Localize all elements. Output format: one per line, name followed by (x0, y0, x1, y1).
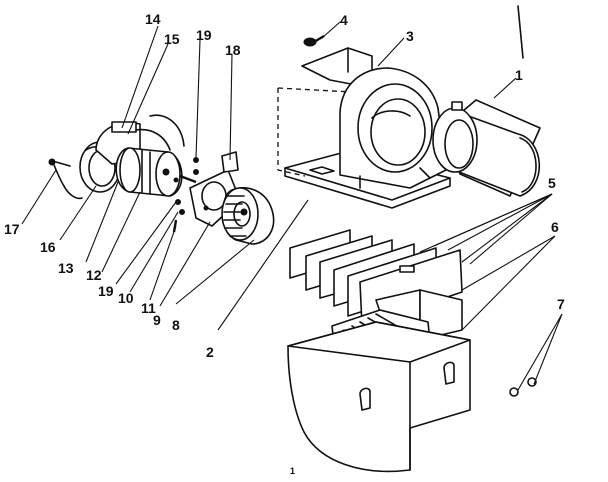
callout-9: 9 (153, 312, 161, 328)
callout-10: 10 (118, 290, 134, 306)
edge-line (517, 5, 524, 59)
callout-15: 15 (164, 31, 180, 47)
callout-6: 6 (551, 219, 559, 235)
part-12-13-motor (115, 147, 197, 197)
page-mark: 1 (290, 466, 295, 476)
callout-12: 12 (86, 267, 102, 283)
callout-17: 17 (4, 221, 20, 237)
callout-7: 7 (557, 296, 565, 312)
part-1-cylinder (432, 99, 541, 197)
part-5-baffles (289, 229, 463, 327)
callout-1: 1 (515, 67, 523, 83)
callout-4: 4 (340, 12, 348, 28)
part-3-blower-housing (301, 47, 447, 189)
callout-2: 2 (206, 344, 214, 360)
part-4-screw (303, 34, 325, 47)
callout-5: 5 (548, 175, 556, 191)
callout-19-top: 19 (196, 27, 212, 43)
callout-19-bottom: 19 (98, 283, 114, 299)
part-8-blower-wheel (221, 186, 275, 245)
part-17-wire-harness (48, 158, 83, 200)
callout-8: 8 (172, 317, 180, 333)
part-6-heat-exchanger (287, 289, 471, 473)
callout-13: 13 (58, 260, 74, 276)
leader-lines (21, 21, 563, 391)
callout-14: 14 (145, 11, 161, 27)
callout-16: 16 (40, 239, 56, 255)
callout-labels: 1 2 3 4 5 6 7 8 9 10 11 12 13 14 15 16 1… (4, 11, 565, 476)
part-19-10-11-screws (172, 157, 199, 233)
callout-18: 18 (225, 42, 241, 58)
callout-11: 11 (141, 300, 156, 316)
callout-3: 3 (406, 28, 414, 44)
